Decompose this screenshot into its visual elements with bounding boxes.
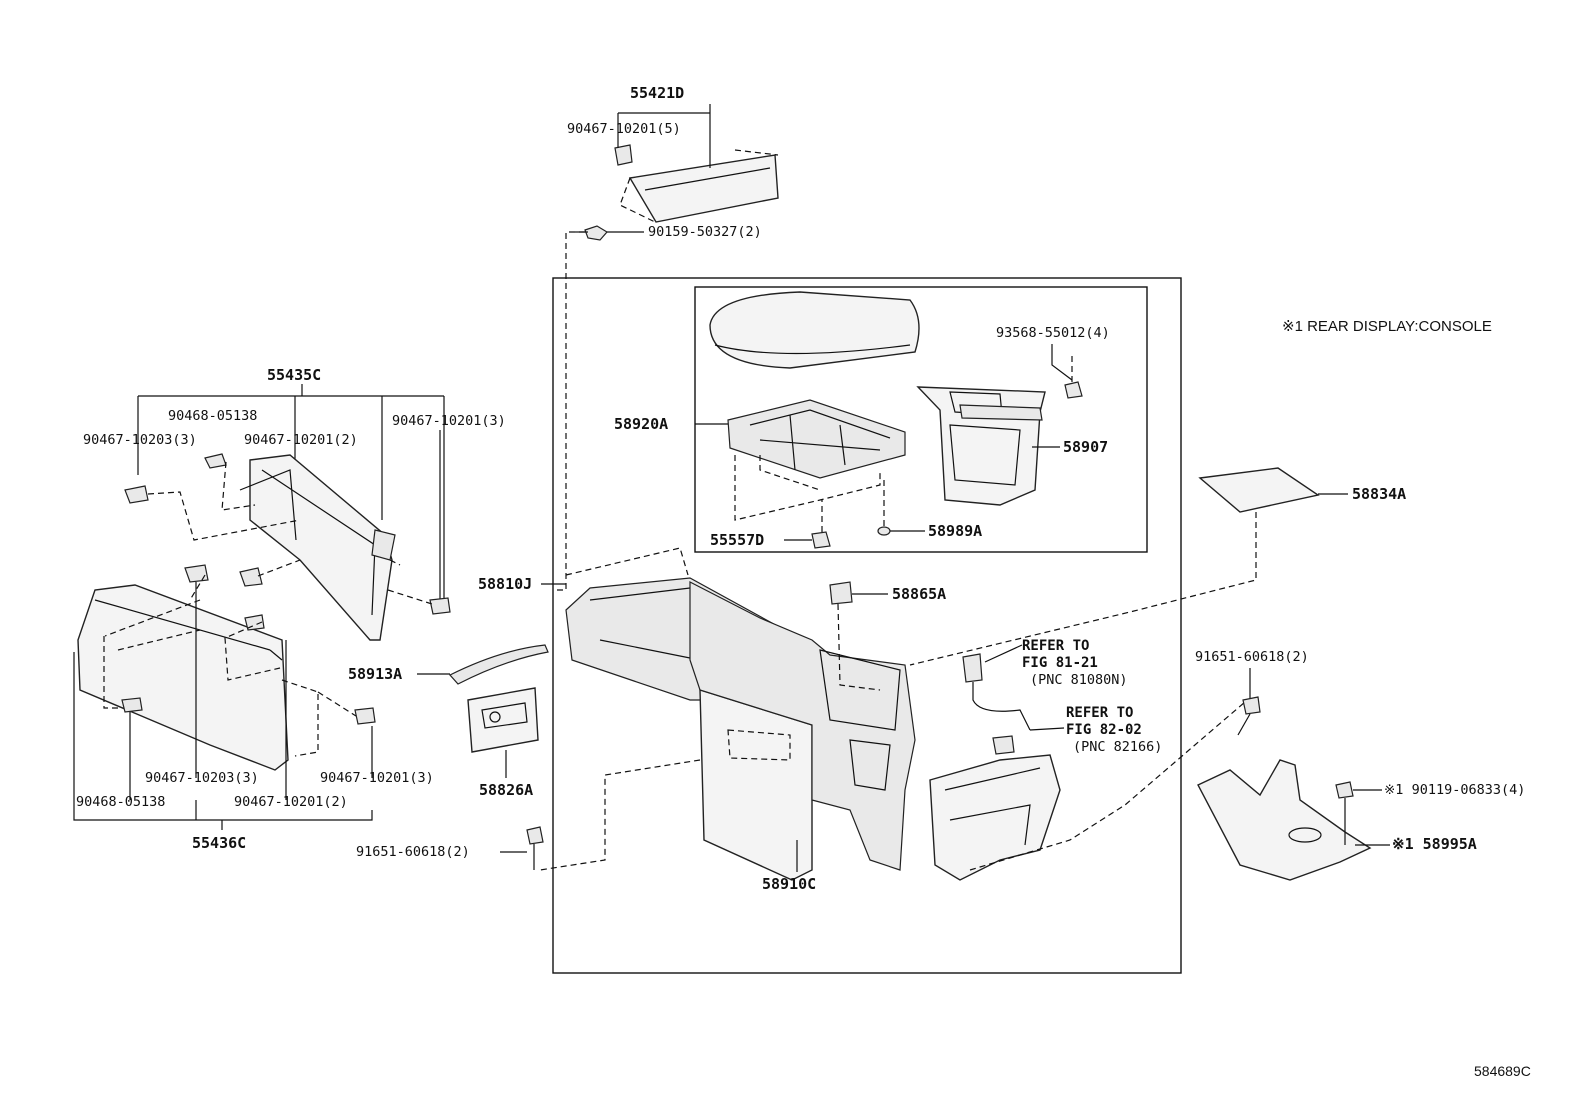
label-58910C: 58910C — [762, 875, 816, 893]
label-58810J: 58810J — [478, 575, 532, 593]
dash-screw-to-box — [553, 231, 585, 591]
label-58920A: 58920A — [614, 415, 668, 433]
leader-ref2 — [1029, 727, 1065, 731]
label-ref2-line1: REFER TO — [1066, 705, 1133, 721]
dash-58834A — [909, 512, 1257, 666]
part-58995A-bracket — [1197, 759, 1372, 881]
label-ref1-line3: (PNC 81080N) — [1030, 672, 1128, 688]
label-ref1-line2: FIG 81-21 — [1022, 655, 1098, 671]
part-clip-90468-top — [204, 453, 227, 469]
leader-93568 — [1051, 344, 1073, 381]
label-90467-10203-3-top: 90467-10203(3) — [83, 432, 197, 448]
label-90119-06833-4: ※1 90119-06833(4) — [1384, 782, 1525, 798]
part-91651-bolt-left — [526, 826, 544, 870]
label-90467-10201-3-bot: 90467-10201(3) — [320, 770, 434, 786]
part-clip-90467-10201-3-top — [429, 597, 451, 615]
label-ref1-line1: REFER TO — [1022, 638, 1089, 654]
leader-ref1 — [984, 644, 1023, 663]
armrest-subassembly-box — [694, 286, 1148, 553]
part-58910C-console-box — [689, 581, 916, 881]
dash-58920A — [734, 455, 881, 521]
label-ref2-line3: (PNC 82166) — [1073, 739, 1162, 755]
dash-bracket-to-bolt — [969, 701, 1246, 871]
part-93568-screw — [1064, 381, 1083, 399]
part-58920A-base — [727, 399, 906, 479]
part-58826A-panel — [467, 687, 539, 753]
dash-lower-panel-clips — [103, 574, 357, 757]
part-display-bracket — [929, 754, 1061, 881]
dash-upper-panel-clips — [147, 461, 433, 605]
part-58834A-pad — [1198, 467, 1320, 513]
label-90468-05138-top: 90468-05138 — [168, 408, 257, 424]
part-armrest-pad — [709, 291, 920, 369]
label-58989A: 58989A — [928, 522, 982, 540]
part-55557D-clip — [811, 531, 831, 549]
label-90467-10203-3-bot: 90467-10203(3) — [145, 770, 259, 786]
label-58913A: 58913A — [348, 665, 402, 683]
part-clip-90467-10201-2-bot — [244, 614, 265, 631]
label-55421D: 55421D — [630, 84, 684, 102]
label-90467-10201-2-bot: 90467-10201(2) — [234, 794, 348, 810]
label-90159-50327-2: 90159-50327(2) — [648, 224, 762, 240]
part-clip-90467-10201-3-bot — [354, 707, 376, 725]
label-ref2-line2: FIG 82-02 — [1066, 722, 1142, 738]
part-91651-bolt-right — [1237, 696, 1261, 736]
part-clip-90468-bot — [121, 697, 143, 713]
part-58989A-pad — [877, 526, 891, 536]
label-90467-10201-2-top: 90467-10201(2) — [244, 432, 358, 448]
label-55557D: 55557D — [710, 531, 764, 549]
leaders-lower-clips — [129, 582, 373, 800]
bracket-55436C — [73, 652, 373, 830]
label-55436C: 55436C — [192, 834, 246, 852]
label-93568-55012-4: 93568-55012(4) — [996, 325, 1110, 341]
dash-58810J — [565, 547, 689, 576]
part-58865A-clip — [829, 581, 853, 605]
label-90467-10201-3-top: 90467-10201(3) — [392, 413, 506, 429]
assembly-outline-box — [552, 277, 1182, 974]
label-58907: 58907 — [1063, 438, 1108, 456]
part-58913A-trim — [449, 644, 549, 685]
part-55436C-lower-panel — [77, 584, 289, 771]
bracket-55435C — [137, 384, 445, 600]
part-55421D-cover — [614, 144, 779, 223]
label-58834A: 58834A — [1352, 485, 1406, 503]
dash-console-box — [539, 729, 791, 871]
diagram-id: 584689C — [1474, 1063, 1531, 1079]
part-58907-hinge — [916, 386, 1046, 506]
label-91651-60618-2-right: 91651-60618(2) — [1195, 649, 1309, 665]
label-58826A: 58826A — [479, 781, 533, 799]
rear-display-note: ※1 REAR DISPLAY:CONSOLE — [1282, 318, 1492, 335]
label-90468-05138-bot: 90468-05138 — [76, 794, 165, 810]
part-clip-90467-10203-top — [124, 485, 149, 504]
label-58995A: ※1 58995A — [1392, 835, 1477, 853]
part-55435C-upper-panel — [239, 454, 396, 641]
leader-55421D — [617, 104, 711, 168]
label-91651-60618-2-left: 91651-60618(2) — [356, 844, 470, 860]
part-90159-50327-screw — [575, 225, 608, 241]
label-90467-10201-5: 90467-10201(5) — [567, 121, 681, 137]
part-clip-90467-10201-top — [239, 567, 263, 587]
part-90119-bolt — [1335, 781, 1354, 845]
label-55435C: 55435C — [267, 366, 321, 384]
dash-58865A — [837, 603, 881, 691]
part-wiring-connector — [962, 653, 1031, 755]
label-58865A: 58865A — [892, 585, 946, 603]
part-clip-90467-10203-bot — [184, 564, 209, 583]
